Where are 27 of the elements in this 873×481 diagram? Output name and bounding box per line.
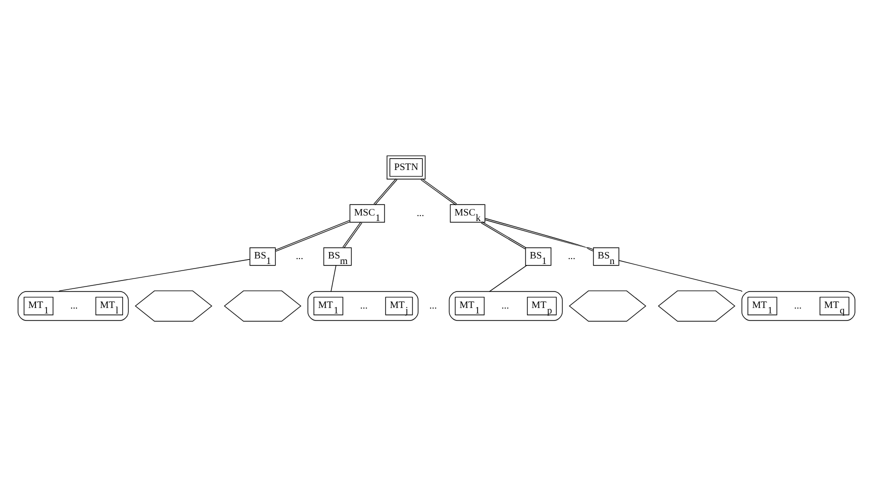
connector (330, 264, 336, 292)
label: ... (794, 300, 802, 312)
label: ... (416, 208, 424, 219)
connector (58, 258, 250, 292)
node-hexagon (658, 290, 736, 322)
connector (480, 220, 526, 249)
connector (420, 178, 458, 205)
label: ... (568, 250, 576, 262)
node-hexagon (568, 290, 646, 322)
connector (484, 217, 594, 251)
connector (374, 178, 398, 205)
label: ... (429, 300, 437, 312)
node-box: PSTN (386, 154, 426, 179)
connector (489, 264, 527, 292)
label: ... (502, 300, 509, 312)
label: ... (296, 250, 304, 262)
node-hexagon (224, 290, 302, 322)
cluster (742, 290, 856, 320)
label: ... (360, 300, 368, 312)
cluster (308, 290, 418, 320)
connector (274, 220, 350, 252)
cluster (448, 290, 563, 320)
cluster (18, 290, 129, 320)
connector (618, 260, 743, 292)
connector (342, 221, 362, 248)
node-hexagon (134, 290, 212, 322)
label: ... (70, 300, 78, 312)
